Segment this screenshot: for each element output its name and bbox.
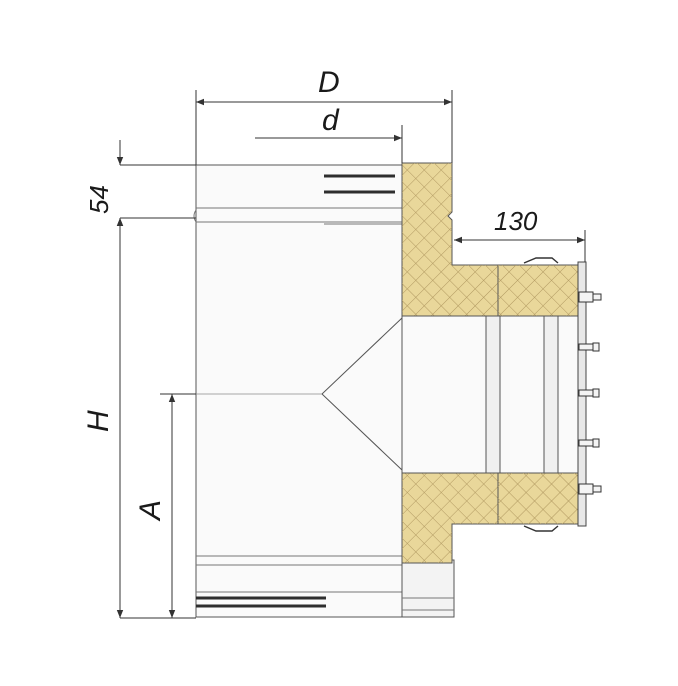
insulation-lower — [401, 472, 499, 564]
main-pipe — [175, 164, 455, 618]
dim-label-D: D — [318, 66, 340, 99]
dim-label-branch-length: 130 — [494, 206, 538, 236]
dim-label-d: d — [322, 104, 340, 137]
branch-pipe — [401, 257, 602, 532]
dimension-lines — [116, 90, 586, 619]
dim-label-collar: 54 — [84, 185, 114, 214]
bolts — [578, 291, 602, 495]
dim-label-H: H — [82, 410, 115, 432]
insulation-upper — [401, 162, 499, 317]
dim-label-A: A — [134, 500, 167, 522]
